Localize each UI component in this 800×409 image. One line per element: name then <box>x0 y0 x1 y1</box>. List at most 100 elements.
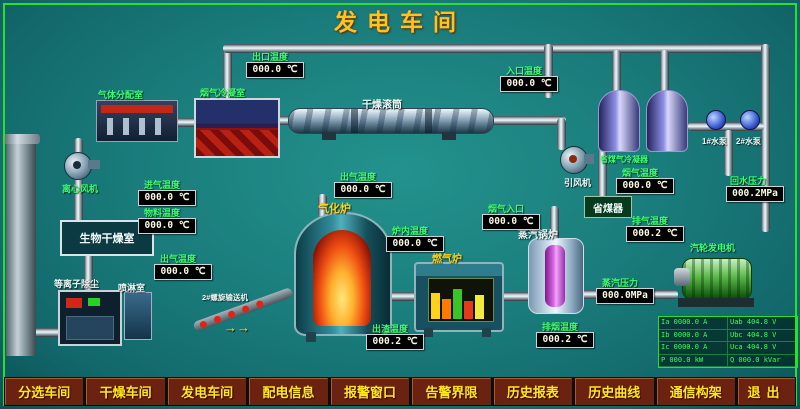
centrifugal-fan-label: 离心风机 <box>62 184 99 194</box>
nav-history-report[interactable]: 历史报表 <box>493 378 573 405</box>
condenser-tank-2 <box>646 90 688 152</box>
gasifier-flame <box>313 230 371 326</box>
gauge-value: 000.0 ℃ <box>482 214 540 230</box>
gauge-label: 蒸汽压力 <box>602 278 639 288</box>
nav-alarm-limits[interactable]: 告警界限 <box>412 378 491 405</box>
gauge-value: 000.0 ℃ <box>386 236 444 252</box>
fan-motor <box>584 154 594 164</box>
gauge-label: 出气温度 <box>160 254 197 264</box>
plasma-indicator-green <box>88 298 100 306</box>
gauge-value: 000.2 ℃ <box>626 226 684 242</box>
condenser-tank-1 <box>598 90 640 152</box>
pipe <box>84 250 93 294</box>
flow-arrows: →→ <box>224 320 250 335</box>
economizer-box: 省煤器 <box>584 196 632 218</box>
pipe <box>612 50 621 94</box>
meter-cell: P 000.0 kW <box>659 354 728 367</box>
chimney <box>6 142 36 356</box>
gauge-value: 000.0MPa <box>596 288 654 304</box>
pump1-label: 1#水泵 <box>702 137 727 146</box>
water-pump-2 <box>740 110 760 130</box>
gauge-value: 000.0 ℃ <box>334 182 392 198</box>
gauge-value: 000.0 ℃ <box>500 76 558 92</box>
gauge-value: 000.0 ℃ <box>616 178 674 194</box>
turbine-generator-label: 汽轮发电机 <box>690 243 736 253</box>
flame-bar <box>431 293 440 319</box>
nav-alarm-window[interactable]: 报警窗口 <box>330 378 410 405</box>
boiler-core <box>545 245 565 307</box>
generator-ribs <box>683 259 751 299</box>
flame-bar <box>442 299 451 319</box>
pipe <box>660 50 669 94</box>
drum-stand <box>442 132 456 140</box>
furnace-leg <box>424 328 433 337</box>
nav-history-curve[interactable]: 历史曲线 <box>575 378 654 405</box>
nav-sorting-workshop[interactable]: 分选车间 <box>5 378 84 405</box>
condenser-tanks-label: 省煤气冷凝器 <box>600 155 648 164</box>
plasma-indicator-red <box>66 298 82 308</box>
plasma-panel <box>66 316 114 340</box>
furnace-flame-window <box>428 278 494 322</box>
conveyor-dot <box>241 304 250 314</box>
pipe <box>544 44 553 98</box>
pipe <box>496 292 534 301</box>
gauge-value: 000.0 ℃ <box>138 218 196 234</box>
gauge-label: 烟气温度 <box>622 168 659 178</box>
gasifier-leg <box>306 332 316 342</box>
nav-exit[interactable]: 退出 <box>737 378 795 405</box>
gauge-label: 出渣温度 <box>372 324 409 334</box>
gauge-label: 物料温度 <box>144 208 181 218</box>
pipe <box>74 138 83 164</box>
meter-cell: Uab 404.8 V <box>728 317 797 330</box>
meter-cell: Uca 404.8 V <box>728 342 797 355</box>
conveyor-dot <box>212 314 222 324</box>
flame-bar <box>453 289 462 319</box>
spray-room-label: 喷淋室 <box>118 283 146 293</box>
meter-cell: Ic 0000.0 A <box>659 342 728 355</box>
gas-furnace-label: 燃气炉 <box>432 254 462 265</box>
flue-condenser-room <box>194 98 280 158</box>
pipe <box>598 148 607 200</box>
pipe <box>318 194 327 218</box>
centrifugal-fan <box>64 152 92 180</box>
pipe <box>488 116 566 125</box>
gauge-value: 000.2 ℃ <box>366 334 424 350</box>
conveyor-dot <box>226 309 236 319</box>
plasma-unit <box>58 290 122 346</box>
gauge-label: 炉内温度 <box>392 226 429 236</box>
gauge-label: 进气温度 <box>144 180 181 190</box>
pump2-label: 2#水泵 <box>736 137 761 146</box>
generator-meter-table: Ia 0000.0 A Uab 404.8 V Ib 0000.0 A Ubc … <box>658 316 798 368</box>
gas-furnace-unit <box>414 262 504 332</box>
condenser-hot-zone <box>196 130 278 156</box>
gauge-label: 烟气入口 <box>488 204 525 214</box>
turbine-generator-unit <box>674 252 758 310</box>
generator-endcap <box>674 268 690 286</box>
pipe <box>223 44 553 53</box>
gas-dist-slat <box>139 118 145 135</box>
screw-conveyor-label: 2#螺旋输送机 <box>202 293 248 302</box>
nav-distribution-info[interactable]: 配电信息 <box>249 378 328 405</box>
gauge-label: 排烟温度 <box>542 322 579 332</box>
nav-comm-framework[interactable]: 通信构架 <box>656 378 735 405</box>
conveyor-dot <box>255 299 265 309</box>
drying-drum-label: 干燥滚筒 <box>362 100 402 111</box>
furnace-leg <box>482 328 491 337</box>
nav-power-workshop[interactable]: 发电车间 <box>167 378 247 405</box>
meter-cell: Q 000.0 kVar <box>728 354 797 367</box>
gas-distribution-room <box>96 100 178 142</box>
fan-duct <box>88 160 100 169</box>
pipe <box>32 328 64 337</box>
flue-condenser-room-label: 烟气冷凝室 <box>200 88 246 98</box>
gasifier-label: 气化炉 <box>318 203 351 215</box>
gauge-value: 000.0 ℃ <box>138 190 196 206</box>
gauge-value: 000.2 ℃ <box>536 332 594 348</box>
nav-drying-workshop[interactable]: 干燥车间 <box>86 378 165 405</box>
pipe <box>724 130 733 176</box>
gas-distribution-room-label: 气体分配室 <box>98 90 144 100</box>
meter-cell: Ib 0000.0 A <box>659 329 728 342</box>
gas-dist-slat <box>123 118 129 135</box>
gauge-value: 000.2MPa <box>726 186 784 202</box>
page-title: 发电车间 <box>334 9 466 35</box>
conveyor-dot <box>198 319 208 329</box>
